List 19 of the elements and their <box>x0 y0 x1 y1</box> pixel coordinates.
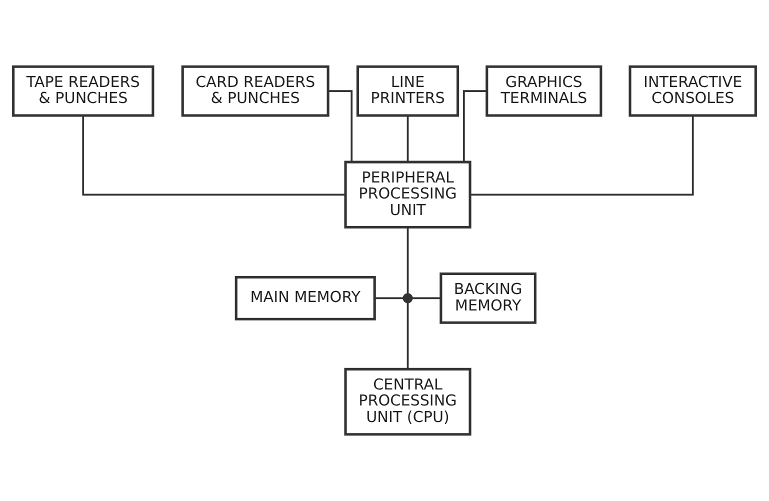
connector <box>412 297 441 300</box>
connector <box>406 116 409 162</box>
node-box: PERIPHERAL PROCESSING UNIT <box>344 160 472 228</box>
node-box: MAIN MEMORY <box>234 276 376 320</box>
connector <box>374 297 404 300</box>
node-box: TAPE READERS & PUNCHES <box>12 65 154 117</box>
connector <box>406 227 409 294</box>
connector <box>470 116 694 196</box>
connector <box>406 302 409 369</box>
node-box: BACKING MEMORY <box>440 272 536 324</box>
connector <box>462 90 487 162</box>
node-circle <box>402 293 413 304</box>
connector <box>82 116 346 196</box>
node-box: CENTRAL PROCESSING UNIT (CPU) <box>344 368 472 436</box>
node-box: INTERACTIVE CONSOLES <box>628 65 757 117</box>
connector <box>328 90 353 162</box>
node-box: GRAPHICS TERMINALS <box>486 65 602 117</box>
node-box: LINE PRINTERS <box>356 65 460 117</box>
node-box: CARD READERS & PUNCHES <box>181 65 330 117</box>
